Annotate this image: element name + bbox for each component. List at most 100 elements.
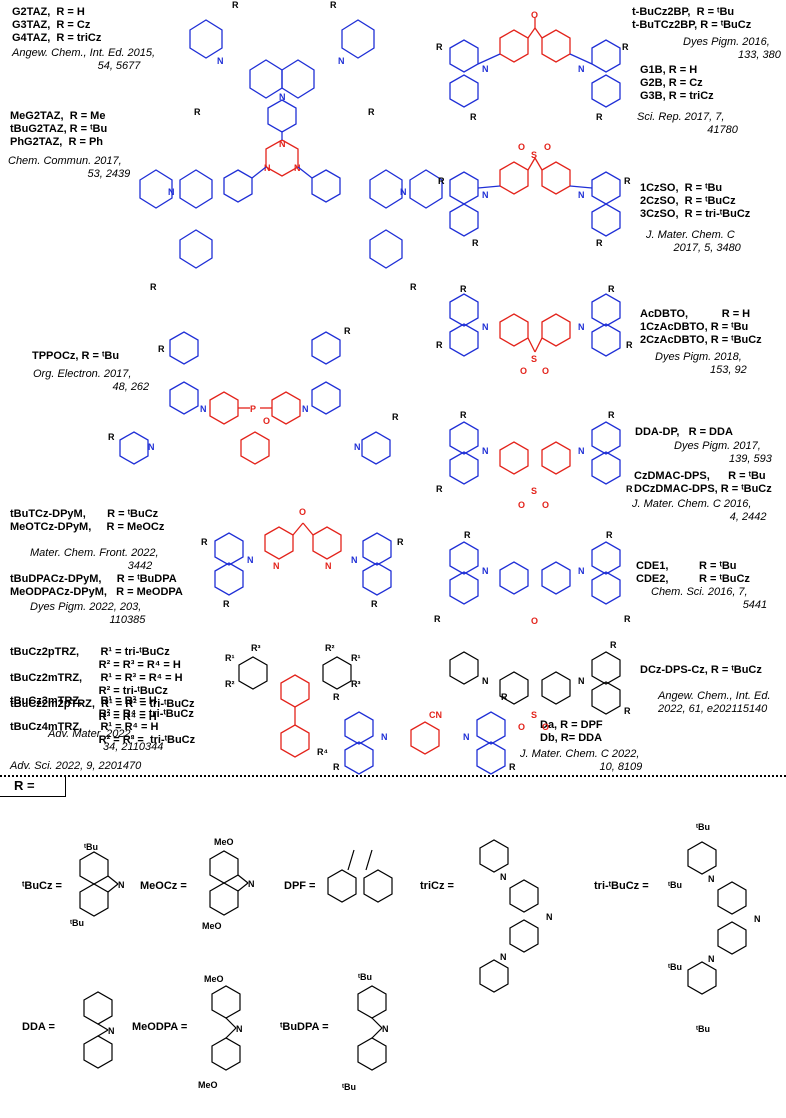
group-g7-ref: Org. Electron. 2017, 48, 262 (33, 368, 150, 393)
atom-n-right: N (578, 566, 585, 576)
meo-label-2: MeO (198, 1080, 218, 1090)
structure-dcz-dps-cz: S O O N N R R (449, 640, 631, 732)
carbazole-units (119, 331, 391, 465)
substituent-label-tricz: triCz = (420, 880, 454, 892)
atom-r-4: R (596, 112, 603, 122)
atom-r-1: R (460, 410, 467, 420)
structure-dda: N (83, 991, 115, 1069)
atom-r1-right: R¹ (351, 653, 361, 663)
group-g10-ref: Mater. Chem. Front. 2022, 3442 (30, 547, 159, 572)
atom-o-1: O (518, 142, 525, 152)
atom-n-topleft: N (217, 56, 224, 66)
benzonitrile-core (410, 721, 440, 755)
triazine-core (280, 674, 310, 758)
atom-o-2: O (542, 500, 549, 510)
atom-r-1: R (232, 0, 239, 10)
atom-r-2: R (330, 0, 337, 10)
group-g15-line: tBuCz3mTRZ, R¹ = R³ = H (10, 695, 157, 707)
atom-n-right: N (578, 322, 585, 332)
atom-r-2: R (624, 176, 631, 186)
atom-o-2: O (542, 366, 549, 376)
atom-n-4: N (354, 442, 361, 452)
structure-meodpa: MeO MeO N (198, 974, 243, 1090)
group-g11-ref: Dyes Pigm. 2022, 203, 110385 (30, 601, 146, 626)
meo-label-2: MeO (202, 921, 222, 931)
atom-n: N (248, 879, 255, 889)
atom-n: N (118, 880, 125, 890)
phosphine-oxide-core (209, 391, 301, 465)
atom-n-right: N (351, 555, 358, 565)
carbazole-units (139, 19, 443, 269)
atom-r4: R⁴ (317, 747, 328, 757)
substituent-label-meocz: MeOCz = (140, 880, 187, 892)
atom-r-3: R (108, 432, 115, 442)
atom-r-2: R (608, 284, 615, 294)
atom-n-left: N (482, 446, 489, 456)
atom-n-left: N (482, 322, 489, 332)
atom-s: S (531, 150, 537, 160)
atom-r-2: R (624, 706, 631, 716)
group-g5-ref: J. Mater. Chem. C 2017, 5, 3480 (646, 229, 741, 254)
r-definition-header: R = (0, 775, 66, 797)
substituent-label-tbudpa: ᵗBuDPA = (280, 1021, 329, 1033)
group-g15-line: R² = R⁴ = tri-ᵗBuCz (10, 708, 194, 720)
atom-cn: CN (429, 710, 442, 720)
tbu-label-1: ᵗBu (358, 972, 372, 982)
group-g16-ref: J. Mater. Chem. C 2022, 10, 8109 (520, 748, 643, 773)
atom-n-right: N (463, 732, 470, 742)
structure-triazine-r1r4: R¹ R³ R² R² R¹ R³ R⁴ (225, 643, 361, 758)
atom-r2-left: R² (225, 679, 235, 689)
atom-n-left: N (247, 555, 254, 565)
atom-n-left: N (168, 187, 175, 197)
atom-r-3: R (223, 599, 230, 609)
structure-dibenzothiophene-dioxide: S O O N N R R R R (438, 142, 631, 248)
dbto-core (499, 313, 571, 353)
atom-n-2: N (302, 404, 309, 414)
atom-o: O (299, 507, 306, 517)
group-g15-line: tBuCz4mTRZ, R¹ = R⁴ = H (10, 721, 159, 733)
atom-r-1: R (333, 692, 340, 702)
group-g15-line: R² = R³ = tri-ᵗBuCz (10, 734, 196, 746)
group-g6-ref: Dyes Pigm. 2018, 153, 92 (655, 351, 747, 376)
atom-n-3: N (148, 442, 155, 452)
structure-tbucz: ᵗBu ᵗBu N (70, 842, 125, 928)
structure-diphenylsulfone: S O O N N R R R R (436, 410, 633, 510)
group-g14-labels: DCz-DPS-Cz, R = ᵗBuCz (640, 664, 762, 676)
atom-r-4: R (509, 762, 516, 772)
atom-n-right: N (400, 187, 407, 197)
atom-n-right: N (578, 676, 585, 686)
atom-r2-right: R² (325, 643, 335, 653)
linker-phenyls (499, 561, 571, 595)
phenyl-linkers (223, 99, 341, 203)
atom-n-left: N (381, 732, 388, 742)
structure-acdbto: S O O N N R R R R (436, 284, 633, 376)
atom-n-1: N (708, 874, 715, 884)
atom-n-triazine-2: N (264, 163, 271, 173)
meo-label-1: MeO (214, 837, 234, 847)
atom-r-1: R (460, 284, 467, 294)
atom-r-2: R (397, 537, 404, 547)
atom-s: S (531, 354, 537, 364)
atom-n-triazine-1: N (279, 139, 286, 149)
atom-p: P (250, 404, 256, 414)
acridine-units (449, 421, 621, 485)
group-g2-ref: Chem. Commun. 2017, 53, 2439 (8, 155, 131, 180)
atom-o-1: O (518, 500, 525, 510)
structure-benzonitrile-dicarbazole: CN N N R R R R (333, 692, 516, 775)
group-g13-labels: tBuCz2pTRZ, R¹ = tri-ᵗBuCz R² = R³ = R⁴ … (10, 646, 195, 723)
substituent-label-tbucz: ᵗBuCz = (22, 880, 62, 892)
atom-r-3: R (470, 112, 477, 122)
atom-r-2: R (606, 530, 613, 540)
dpym-core (264, 522, 342, 560)
atom-n: N (108, 1026, 115, 1036)
atom-n-py-2: N (325, 561, 332, 571)
carbazole-units (214, 532, 392, 596)
atom-r-1: R (438, 176, 445, 186)
atom-r-1: R (201, 537, 208, 547)
structure-dpf (327, 849, 393, 903)
